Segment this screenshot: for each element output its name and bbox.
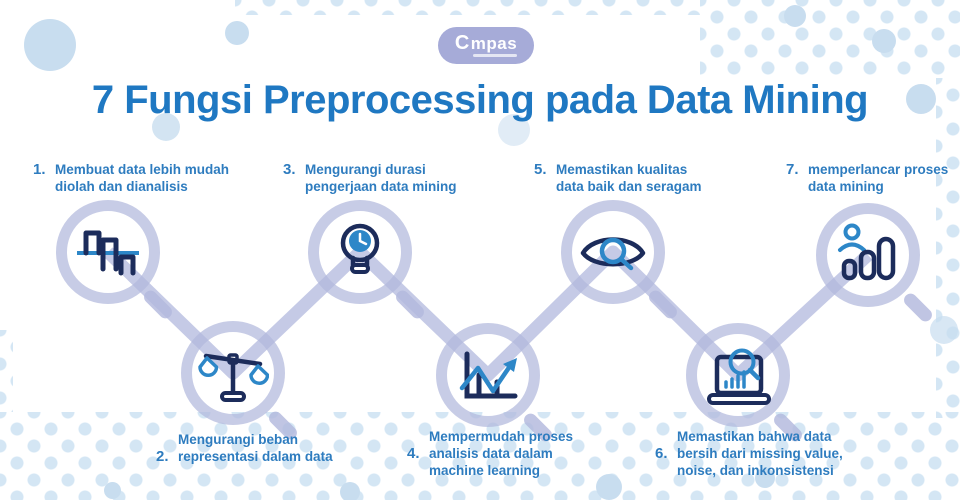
magnifier-ring bbox=[56, 200, 160, 304]
item-text-line: Membuat data lebih mudah bbox=[55, 162, 230, 177]
item-number: 2. bbox=[156, 448, 169, 465]
item-text-line: Mempermudah proses bbox=[429, 429, 574, 444]
balance-scale-icon bbox=[198, 353, 269, 402]
badge-5 bbox=[561, 200, 680, 322]
page-title: 7 Fungsi Preprocessing pada Data Mining bbox=[91, 78, 869, 122]
bokeh-circle bbox=[784, 5, 806, 27]
badge-3 bbox=[308, 200, 427, 322]
magnifier-ring bbox=[816, 203, 920, 307]
item-text-line: data mining bbox=[808, 179, 884, 194]
bokeh-circle bbox=[596, 474, 622, 500]
item-5-label: 5. Memastikan kualitas data baik dan ser… bbox=[534, 161, 702, 195]
bokeh-circle bbox=[498, 114, 530, 146]
item-4-label: 4. Mempermudah proses analisis data dala… bbox=[407, 428, 573, 479]
item-3-label: 3. Mengurangi durasi pengerjaan data min… bbox=[283, 161, 457, 195]
item-number: 6. bbox=[655, 445, 668, 462]
dot-pattern-right bbox=[936, 78, 960, 418]
laptop-magnifier-icon bbox=[707, 348, 771, 405]
badge-1 bbox=[56, 200, 175, 322]
bokeh-circle bbox=[24, 19, 76, 71]
magnifier-ring bbox=[181, 321, 285, 425]
badge-2 bbox=[181, 321, 300, 443]
item-text-line: noise, dan inkonsistensi bbox=[677, 463, 834, 478]
item-text-line: bersih dari missing value, bbox=[677, 446, 843, 461]
bokeh-circle bbox=[930, 316, 958, 344]
item-2-label: 2. Mengurangi beban representasi dalam d… bbox=[156, 431, 333, 465]
bokeh-circle bbox=[340, 482, 360, 500]
badge-6 bbox=[686, 323, 805, 445]
magnifier-ring bbox=[561, 200, 665, 304]
item-7-label: 7. memperlancar proses data mining bbox=[786, 161, 948, 195]
item-6-label: 6. Memastikan bahwa data bersih dari mis… bbox=[655, 428, 843, 479]
person-bar-chart-icon bbox=[838, 223, 896, 281]
trend-line-chart-icon bbox=[459, 351, 518, 399]
item-number: 5. bbox=[534, 161, 547, 178]
fluctuation-chart-icon bbox=[77, 230, 139, 276]
dot-pattern-top-right bbox=[700, 0, 960, 78]
item-text-line: Memastikan kualitas bbox=[556, 162, 688, 177]
magnifier-ring bbox=[436, 323, 540, 427]
item-number: 4. bbox=[407, 445, 420, 462]
item-text-line: memperlancar proses bbox=[808, 162, 949, 177]
item-text-line: analisis data dalam bbox=[429, 446, 553, 461]
logo-gear-c: C bbox=[454, 31, 470, 54]
item-text-line: diolah dan dianalisis bbox=[55, 179, 188, 194]
bokeh-circle bbox=[872, 29, 896, 53]
item-number: 1. bbox=[33, 161, 46, 178]
badge-4 bbox=[436, 323, 555, 445]
item-text-line: representasi dalam data bbox=[178, 449, 333, 464]
dot-pattern-top bbox=[235, 0, 700, 15]
bokeh-circle bbox=[104, 482, 121, 499]
bokeh-circle bbox=[152, 113, 180, 141]
logo-tagline-bar bbox=[473, 53, 517, 57]
lightbulb-clock-icon bbox=[340, 223, 380, 274]
item-text-line: Memastikan bahwa data bbox=[677, 429, 832, 444]
item-number: 7. bbox=[786, 161, 799, 178]
badge-7 bbox=[816, 203, 935, 325]
item-number: 3. bbox=[283, 161, 296, 178]
eye-magnifier-icon bbox=[580, 237, 646, 271]
item-text-line: Mengurangi durasi bbox=[305, 162, 426, 177]
item-text-line: machine learning bbox=[429, 463, 541, 478]
bokeh-circle bbox=[225, 21, 249, 45]
item-text-line: pengerjaan data mining bbox=[305, 179, 457, 194]
bokeh-circle bbox=[906, 84, 936, 114]
dot-pattern-bottom bbox=[0, 412, 960, 500]
magnifier-ring bbox=[686, 323, 790, 427]
bokeh-circle bbox=[755, 468, 775, 488]
item-text-line: data baik dan seragam bbox=[556, 179, 702, 194]
item-1-label: 1. Membuat data lebih mudah diolah dan d… bbox=[33, 161, 229, 195]
item-text-line: Mengurangi beban bbox=[178, 432, 299, 447]
magnifier-ring bbox=[308, 200, 412, 304]
dot-pattern-left bbox=[0, 330, 13, 412]
